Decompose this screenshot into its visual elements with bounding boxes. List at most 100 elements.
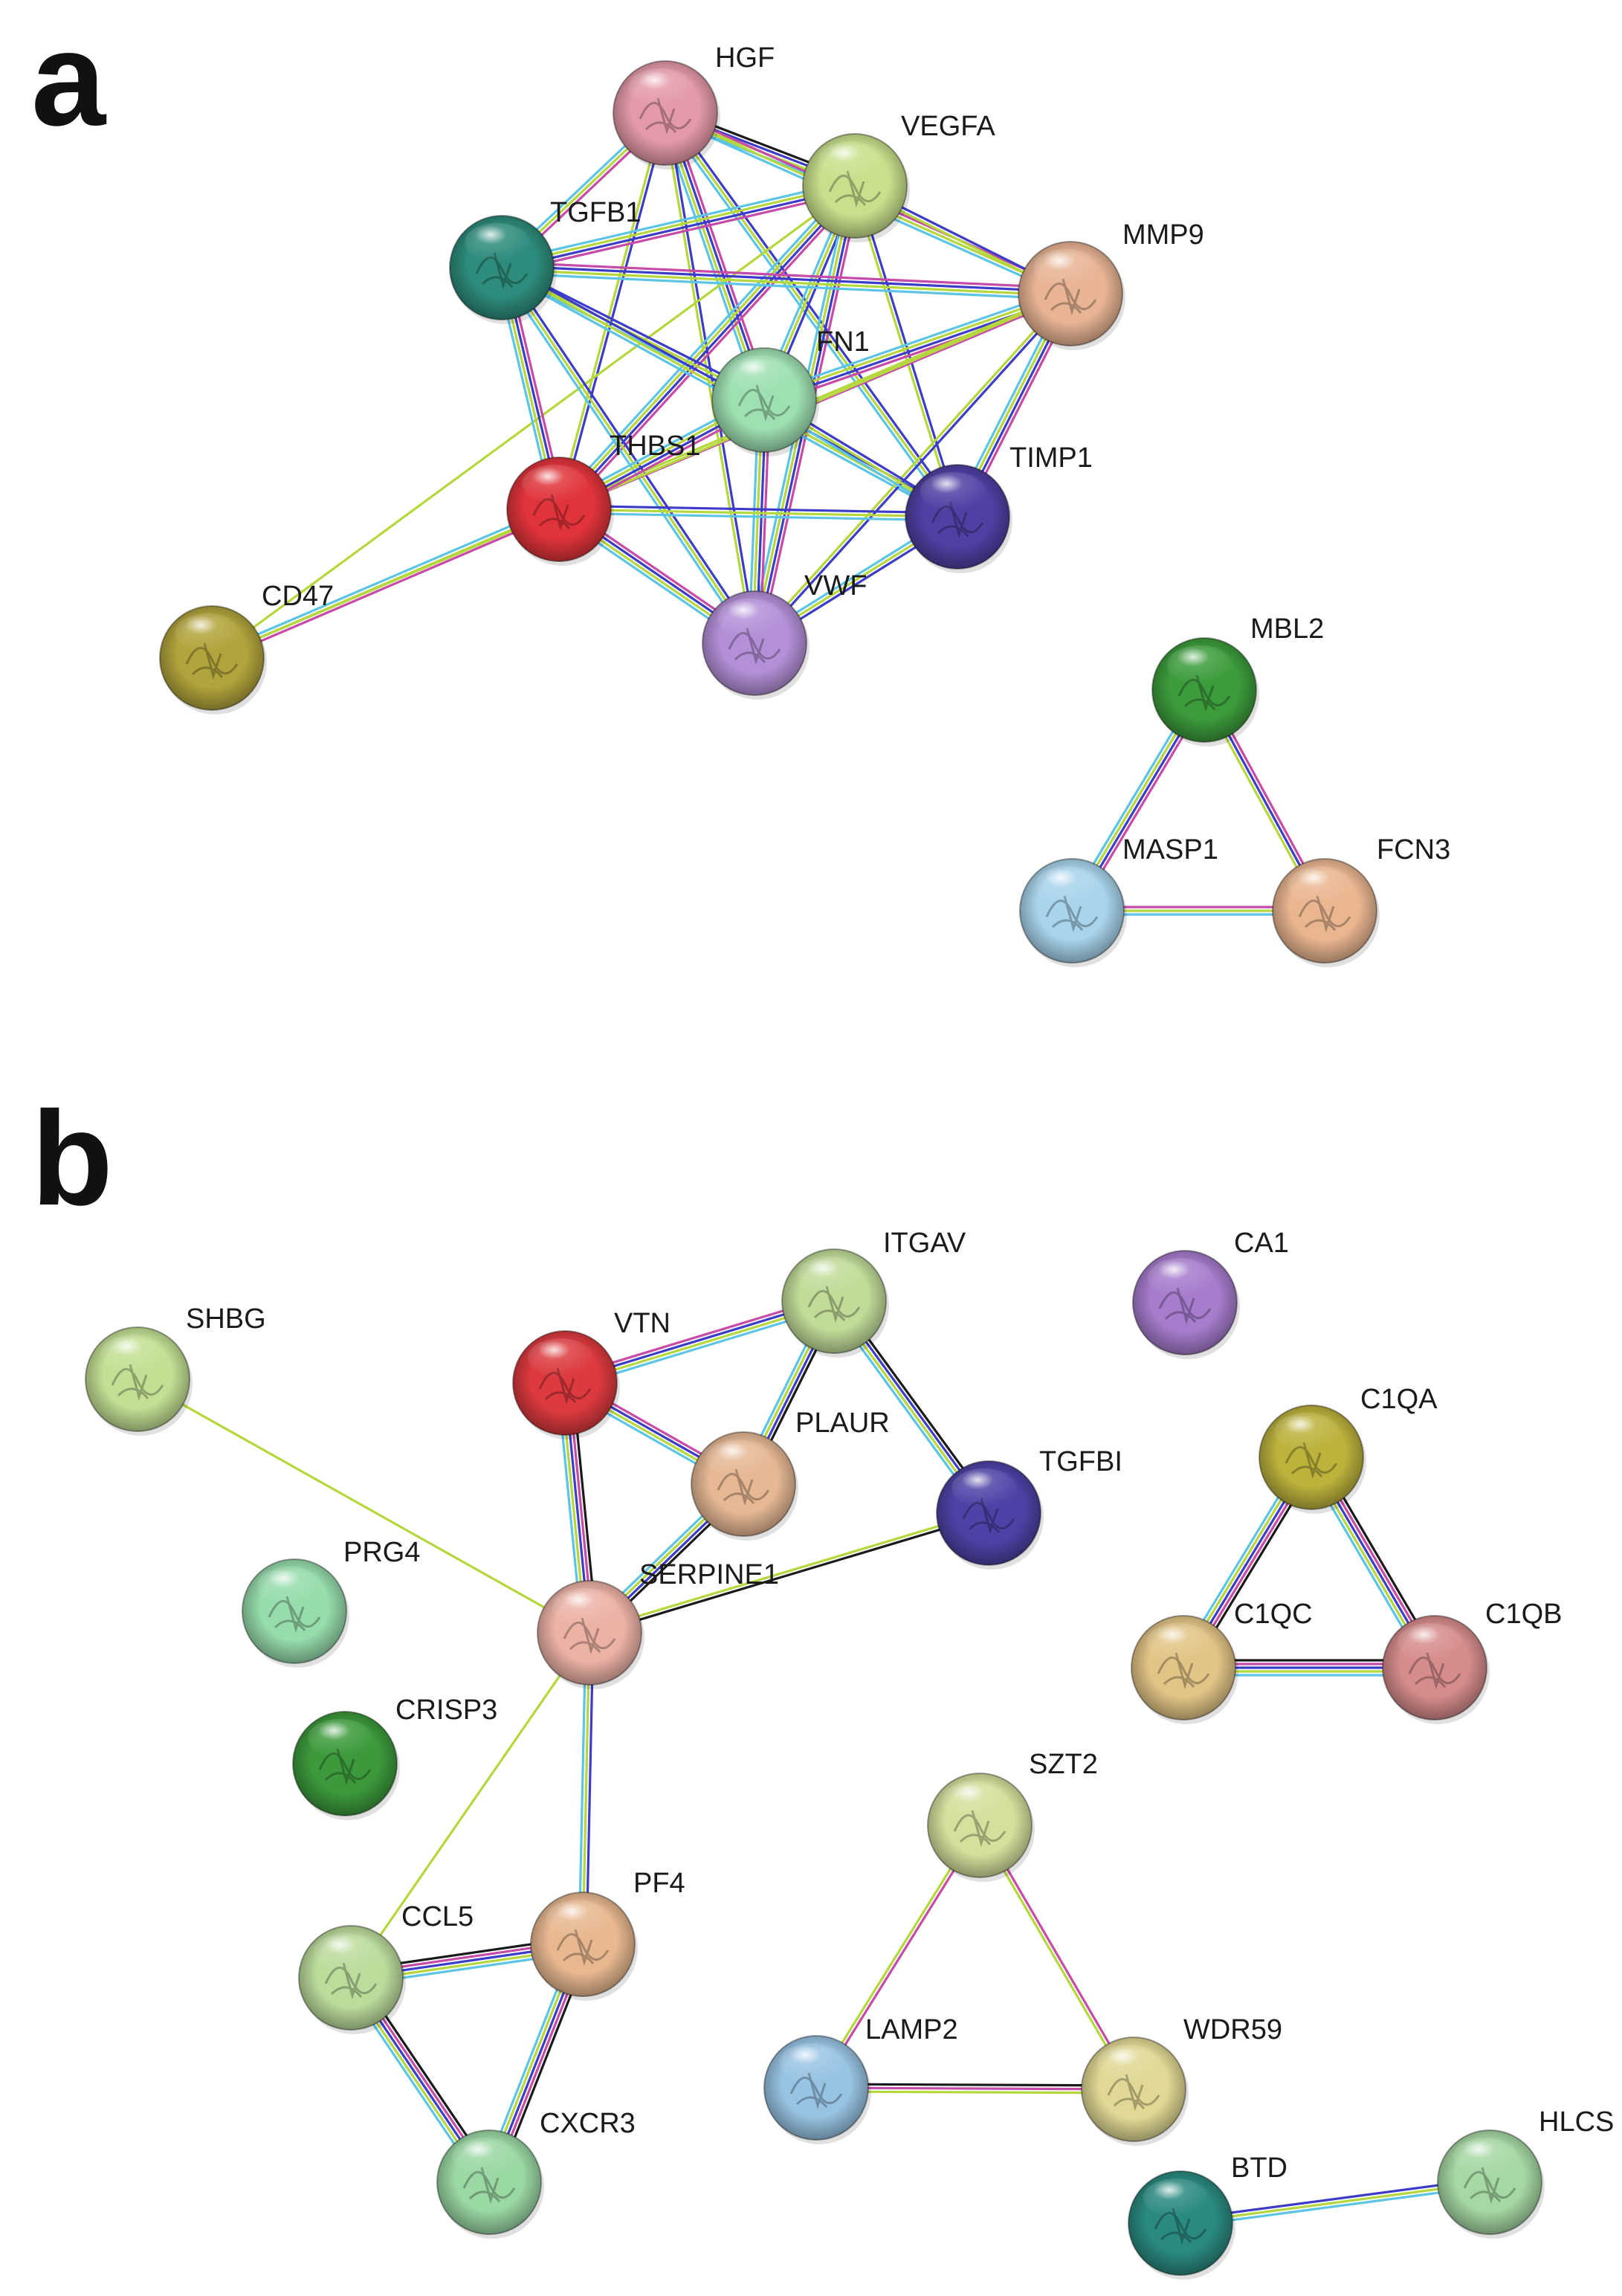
node-label-plaur: PLAUR <box>795 1407 890 1439</box>
edge-thbs1-cd47 <box>209 504 562 663</box>
node-fn1[interactable]: FN1 <box>711 326 870 457</box>
node-btd[interactable]: BTD <box>1128 2152 1287 2280</box>
edge-line-coexpression <box>558 504 959 515</box>
node-outline <box>1018 241 1123 346</box>
edge-line-coexpression <box>667 109 962 516</box>
node-outline <box>702 590 807 696</box>
node-outline <box>802 133 908 239</box>
edge-line-database <box>499 179 855 264</box>
node-highlight <box>552 1588 618 1627</box>
protein-structure-icon <box>828 170 882 208</box>
edge-line-database <box>497 268 753 647</box>
node-highlight <box>779 2043 844 2082</box>
node-highlight <box>920 472 986 511</box>
edge-line-coexpression <box>559 112 669 512</box>
edge-line-textmining <box>752 291 1070 643</box>
protein-structure-icon <box>789 2072 843 2110</box>
edge-line-experiment <box>502 190 858 274</box>
node-mbl2[interactable]: MBL2 <box>1151 613 1324 746</box>
node-outline <box>781 1248 887 1354</box>
node-tgfbi[interactable]: TGFBI <box>936 1446 1122 1570</box>
node-ca1[interactable]: CA1 <box>1132 1228 1289 1359</box>
protein-structure-icon <box>953 1810 1007 1848</box>
node-vwf[interactable]: VWF <box>702 570 867 700</box>
node-itgav[interactable]: ITGAV <box>781 1228 966 1358</box>
protein-structure-icon <box>1044 278 1097 316</box>
node-outline <box>242 1558 347 1664</box>
node-cxcr3[interactable]: CXCR3 <box>436 2108 636 2239</box>
edge-line-coexpression <box>559 186 858 512</box>
node-prg4[interactable]: PRG4 <box>242 1537 420 1668</box>
edge-line-textmining <box>558 508 959 518</box>
node-shbg[interactable]: SHBG <box>85 1303 266 1436</box>
edge-tgfbi-serpine1 <box>587 1510 991 1636</box>
edge-line-textmining <box>815 2090 1135 2095</box>
node-label-thbs1: THBS1 <box>610 430 700 462</box>
protein-structure-icon <box>931 501 984 539</box>
edge-shbg-serpine1 <box>136 1378 591 1634</box>
edge-line-experiment <box>561 188 861 515</box>
node-fcn3[interactable]: FCN3 <box>1272 834 1450 967</box>
node-outline <box>1272 858 1377 964</box>
node-label-timp1: TIMP1 <box>1009 442 1093 474</box>
edge-line-known <box>589 1513 991 1636</box>
node-c1qc[interactable]: C1QC <box>1131 1599 1313 1724</box>
edge-line-database <box>1180 2184 1492 2228</box>
node-serpine1[interactable]: SERPINE1 <box>537 1559 779 1689</box>
node-c1qb[interactable]: C1QB <box>1382 1599 1562 1724</box>
node-label-szt2: SZT2 <box>1029 1749 1098 1780</box>
node-hlcs[interactable]: HLCS <box>1437 2106 1614 2239</box>
node-plaur[interactable]: PLAUR <box>691 1407 890 1541</box>
node-masp1[interactable]: MASP1 <box>1019 834 1218 967</box>
edge-line-textmining <box>500 266 756 645</box>
edge-thbs1-timp1 <box>558 504 959 522</box>
node-outline <box>1019 858 1125 964</box>
node-label-mmp9: MMP9 <box>1122 219 1204 251</box>
protein-structure-icon <box>1154 2208 1207 2245</box>
protein-structure-icon <box>1285 1442 1338 1480</box>
edge-line-textmining <box>500 268 1072 297</box>
node-highlight <box>628 68 694 107</box>
node-outline <box>449 215 555 320</box>
node-hgf[interactable]: HGF <box>613 42 775 170</box>
node-thbs1[interactable]: THBS1 <box>506 430 700 566</box>
node-outline <box>1131 1615 1236 1721</box>
node-highlight <box>257 1567 323 1605</box>
node-outline <box>537 1580 642 1686</box>
node-cd47[interactable]: CD47 <box>159 581 334 715</box>
node-label-serpine1: SERPINE1 <box>639 1559 779 1590</box>
protein-structure-icon <box>1045 895 1099 933</box>
edge-line-known <box>815 2083 1135 2087</box>
node-outline <box>1151 637 1257 743</box>
edge-line-coexpression <box>855 184 960 517</box>
edge-line-coexpression <box>500 264 1072 294</box>
node-lamp2[interactable]: LAMP2 <box>763 2014 958 2144</box>
node-outline <box>1258 1405 1364 1510</box>
node-timp1[interactable]: TIMP1 <box>905 442 1093 573</box>
edge-hgf-thbs1 <box>555 111 669 512</box>
edge-hgf-timp1 <box>661 109 962 520</box>
edge-line-textmining <box>852 185 957 519</box>
node-vtn[interactable]: VTN <box>512 1308 671 1439</box>
protein-structure-icon <box>717 1468 770 1506</box>
node-crisp3[interactable]: CRISP3 <box>292 1694 497 1820</box>
node-mmp9[interactable]: MMP9 <box>1018 219 1204 350</box>
node-szt2[interactable]: SZT2 <box>927 1749 1098 1882</box>
node-tgfb1[interactable]: TGFB1 <box>449 197 641 324</box>
node-label-fcn3: FCN3 <box>1377 834 1450 865</box>
node-c1qa[interactable]: C1QA <box>1258 1384 1438 1514</box>
node-ccl5[interactable]: CCL5 <box>298 1901 474 2034</box>
node-highlight <box>100 1335 166 1373</box>
node-label-masp1: MASP1 <box>1122 834 1218 865</box>
edge-vegfa-thbs1 <box>553 181 861 515</box>
node-vegfa[interactable]: VEGFA <box>802 111 995 242</box>
edge-line-coexpression <box>585 1631 595 1946</box>
node-outline <box>1081 2037 1186 2142</box>
node-outline <box>292 1711 398 1816</box>
node-highlight <box>528 1338 593 1377</box>
node-pf4[interactable]: PF4 <box>530 1868 685 2001</box>
node-wdr59[interactable]: WDR59 <box>1081 2014 1282 2146</box>
